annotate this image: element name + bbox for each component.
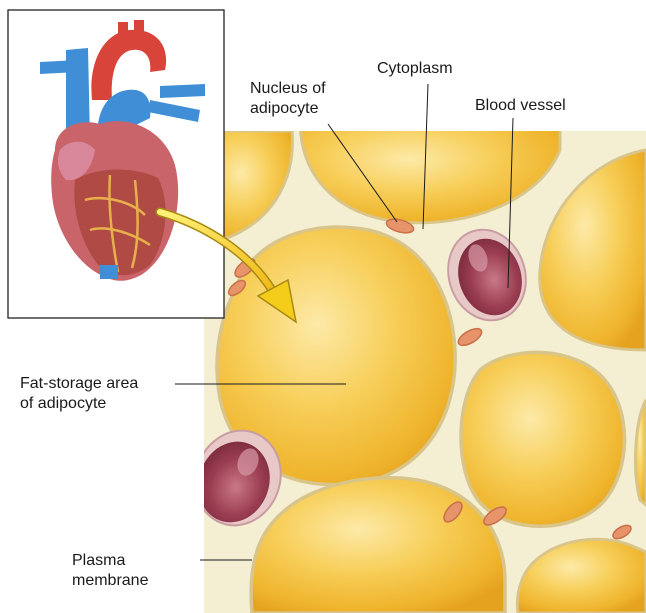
label-cytoplasm: Cytoplasm — [377, 59, 453, 79]
label-blood-vessel: Blood vessel — [475, 96, 566, 116]
label-fat-storage-area: Fat-storage area of adipocyte — [20, 374, 138, 414]
adipocyte-middle-right — [461, 352, 625, 526]
label-nucleus-of-adipocyte: Nucleus of adipocyte — [250, 79, 326, 119]
label-plasma-membrane: Plasma membrane — [72, 551, 148, 591]
heart-inset — [8, 10, 224, 318]
tissue-section — [182, 120, 646, 613]
